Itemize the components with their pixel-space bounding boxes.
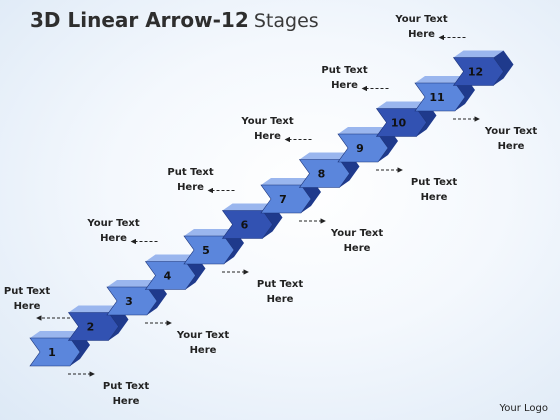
logo-text: Your Logo (499, 403, 548, 414)
callout-line2: Here (100, 232, 127, 244)
callout-line2: Here (497, 141, 525, 152)
callout-line1: Your Text (395, 13, 448, 25)
callout-line2: Here (177, 181, 204, 193)
callout-line2: Here (189, 345, 217, 356)
stage-number: 5 (202, 244, 210, 257)
chevron-top-face (453, 50, 504, 58)
callout-line1: Your Text (176, 330, 230, 341)
callout-line1: Your Text (330, 228, 384, 239)
page-title: 3D Linear Arrow-12 Stages (30, 8, 319, 32)
chevron-top-face (184, 229, 234, 236)
chevron-top-face (415, 76, 465, 83)
callout-line2: Here (343, 243, 371, 254)
callout-line2: Here (254, 130, 281, 142)
callout-line2: Here (266, 294, 294, 305)
callout-line1: Put Text (102, 381, 150, 392)
stage-number: 6 (241, 219, 249, 232)
stage-chevron-1: 1 (29, 331, 90, 367)
stage-number: 10 (391, 117, 407, 130)
callout-line2: Here (420, 192, 448, 203)
stage-number: 8 (318, 168, 326, 181)
stage-number: 11 (429, 91, 444, 104)
chevron-top-face (299, 152, 350, 160)
chevron-top-face (376, 101, 427, 109)
callout-line1: Your Text (87, 217, 140, 229)
stage-number: 7 (279, 193, 287, 206)
callout-line1: Your Text (241, 115, 294, 127)
chevron-top-face (107, 280, 157, 287)
callout-line1: Put Text (256, 279, 304, 290)
chevron-top-face (261, 178, 311, 185)
stage-number: 9 (356, 142, 364, 155)
stage-chevron-12: 12 (452, 50, 514, 86)
callout-line1: Put Text (3, 286, 51, 297)
stage-number: 4 (164, 270, 172, 283)
title-sub: Stages (253, 10, 319, 32)
stage-number: 12 (468, 66, 483, 79)
chevron-top-face (338, 127, 388, 134)
stage-number: 2 (87, 321, 95, 334)
callout-line1: Put Text (167, 166, 214, 178)
callout-line1: Put Text (321, 64, 368, 76)
chevron-top-face (145, 254, 196, 262)
chevron-top-face (68, 305, 119, 313)
chevron-top-face (30, 331, 80, 338)
chevron-side-face (493, 50, 514, 86)
stage-number: 1 (48, 346, 56, 359)
callout-line2: Here (112, 396, 140, 407)
chevron-top-face (222, 203, 273, 211)
callout-line2: Here (331, 79, 358, 91)
callout-line2: Here (13, 301, 41, 312)
chevron-front-face (452, 57, 504, 86)
callout-line1: Your Text (484, 126, 538, 137)
callout-line2: Here (408, 28, 435, 40)
stage-number: 3 (125, 295, 133, 308)
title-main: 3D Linear Arrow-12 (30, 8, 249, 32)
callout-line1: Put Text (410, 177, 458, 188)
